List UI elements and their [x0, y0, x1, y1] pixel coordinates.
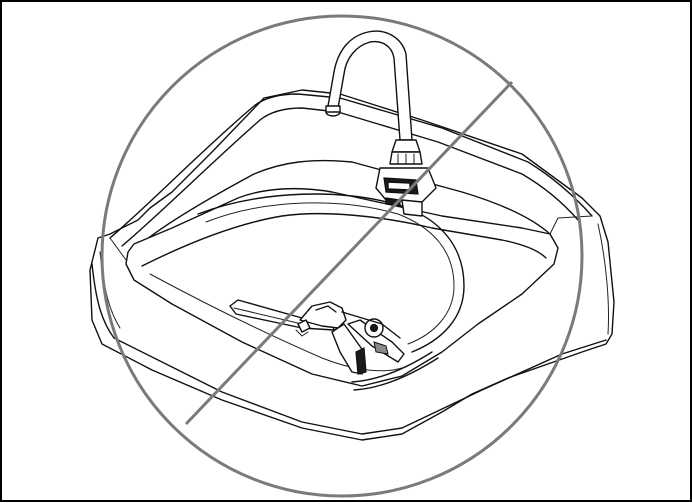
prohibition-icon [100, 14, 584, 498]
tools-in-basin [229, 299, 405, 375]
sink-basin [89, 89, 615, 441]
